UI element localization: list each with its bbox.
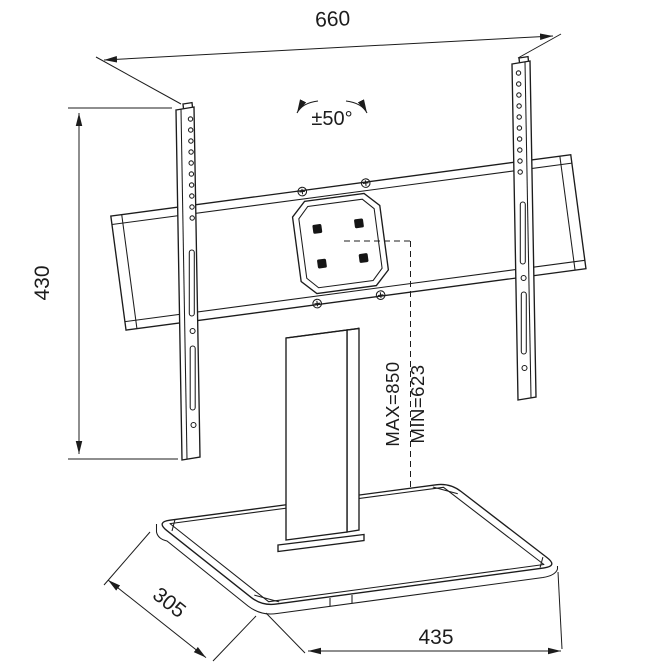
- bracket-holes: [515, 70, 523, 175]
- bracket-slot: [188, 249, 195, 317]
- bracket-slot: [520, 291, 527, 355]
- dim-height-label: 430: [31, 265, 54, 300]
- height-min-label: MIN=623: [407, 364, 428, 443]
- vesa-bolt: [354, 218, 364, 229]
- column-front-face: [285, 329, 348, 541]
- base-corner-pad: [171, 519, 176, 532]
- dim-overall-height: 430: [31, 107, 178, 460]
- dim-overall-width: 660: [95, 7, 562, 105]
- dim-base-width-label: 435: [418, 626, 453, 649]
- base-corner-pad: [539, 556, 544, 568]
- swivel-arrow-left-icon: [296, 99, 319, 114]
- column-foot-plate: [277, 533, 365, 553]
- swivel-label: ±50°: [311, 108, 352, 130]
- column-top-cap: [285, 327, 360, 339]
- base-corner-pad: [254, 594, 280, 603]
- column-side-face: [346, 327, 360, 533]
- base: [155, 483, 559, 615]
- swivel-indicator: ±50°: [296, 99, 368, 130]
- bracket-holes: [187, 116, 195, 221]
- right-tv-bracket: [511, 55, 537, 401]
- swivel-arrow-right-icon: [345, 99, 368, 114]
- dim-width-label: 660: [315, 7, 351, 32]
- vesa-plate: [291, 192, 390, 295]
- height-max-label: MAX=850: [382, 361, 403, 446]
- base-thickness: [155, 524, 559, 615]
- base-corner-pad: [432, 486, 458, 495]
- crossbar-screws: [297, 178, 386, 309]
- column: [277, 327, 365, 553]
- left-tv-bracket: [175, 101, 201, 461]
- vesa-bolt: [358, 253, 369, 263]
- vesa-bolt: [317, 258, 327, 269]
- dim-base-width: 435: [265, 571, 563, 655]
- height-reference: MAX=850 MIN=623: [344, 240, 428, 489]
- bracket-slot: [189, 345, 196, 411]
- bracket-slot: [519, 201, 526, 265]
- vesa-bolt: [312, 224, 323, 234]
